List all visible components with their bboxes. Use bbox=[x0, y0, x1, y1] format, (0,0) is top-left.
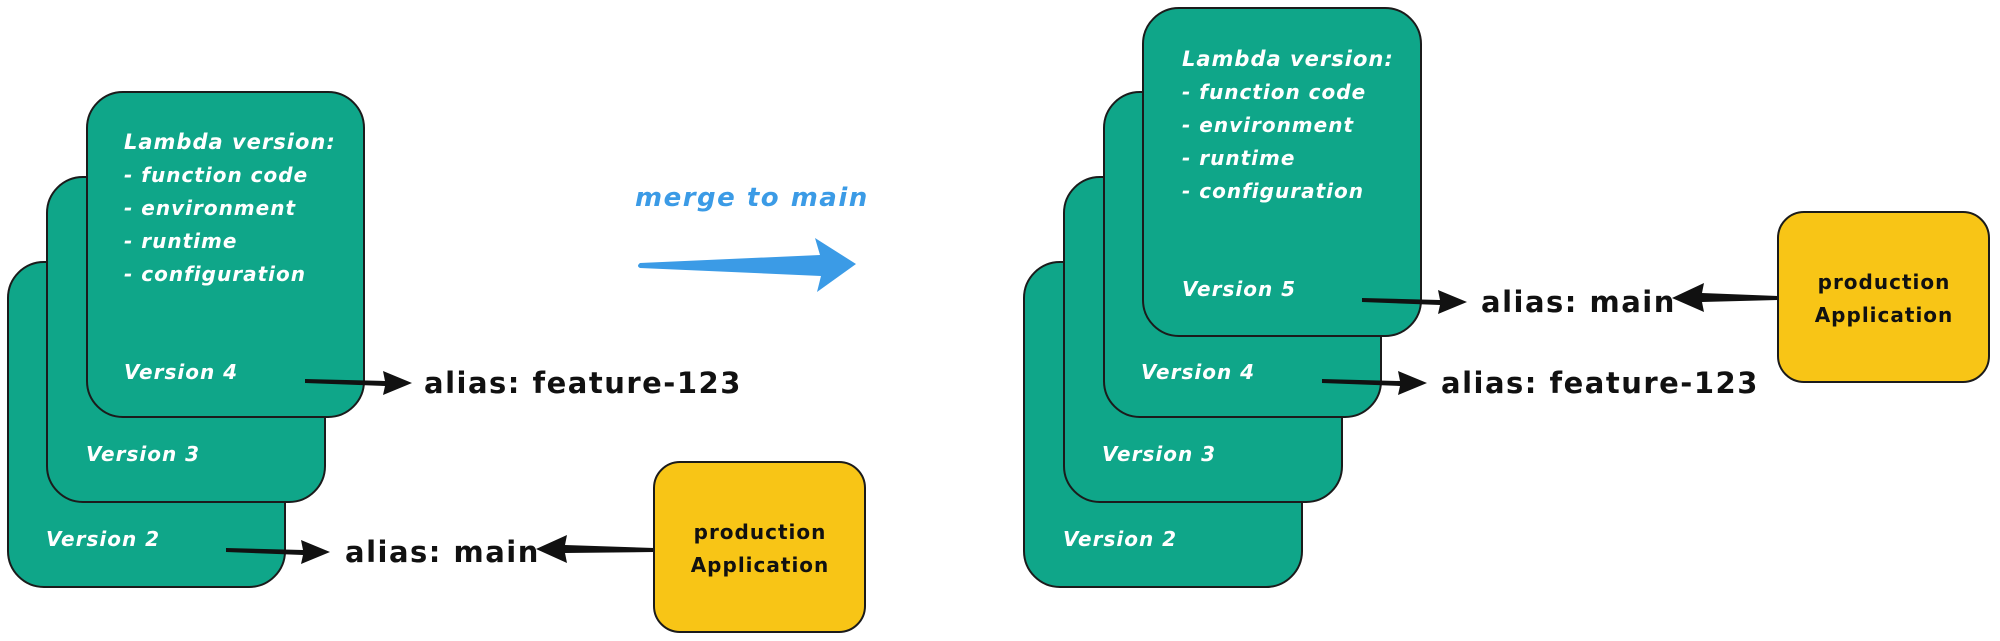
after-version-5-label: Version 5 bbox=[1182, 277, 1296, 301]
after-production-label: production bbox=[1818, 270, 1951, 294]
after-alias-feature-label: alias: feature-123 bbox=[1441, 366, 1759, 400]
after-version-2-label: Version 2 bbox=[1063, 527, 1177, 551]
merge-to-main-label: merge to main bbox=[635, 183, 869, 213]
production-label: production bbox=[694, 520, 827, 544]
after-version-3-label: Version 3 bbox=[1102, 442, 1216, 466]
version-4-card bbox=[86, 91, 365, 418]
after-version-4-label: Version 4 bbox=[1141, 360, 1255, 384]
alias-main-label: alias: main bbox=[345, 535, 540, 569]
version-4-label: Version 4 bbox=[124, 360, 238, 384]
after-arrow-to-feature-alias bbox=[1322, 371, 1427, 395]
after-alias-main-label: alias: main bbox=[1481, 285, 1676, 319]
production-application-box bbox=[653, 461, 866, 633]
after-lambda-version-title: Lambda version: bbox=[1182, 47, 1394, 71]
item-runtime: - runtime bbox=[124, 229, 237, 253]
after-item-runtime: - runtime bbox=[1182, 146, 1295, 170]
item-configuration: - configuration bbox=[124, 262, 306, 286]
after-item-environment: - environment bbox=[1182, 113, 1354, 137]
after-group: Version 2 Version 3 Version 4 Lambda ver… bbox=[1023, 7, 1990, 588]
version-2-label: Version 2 bbox=[46, 527, 160, 551]
merge-arrow bbox=[638, 238, 856, 292]
after-production-application-box bbox=[1777, 211, 1990, 383]
after-application-label: Application bbox=[1815, 303, 1954, 327]
arrow-to-main-alias bbox=[226, 540, 330, 564]
item-function-code: - function code bbox=[124, 163, 308, 187]
version-3-label: Version 3 bbox=[86, 442, 200, 466]
after-item-function-code: - function code bbox=[1182, 80, 1366, 104]
after-arrow-from-production bbox=[1672, 283, 1778, 312]
after-arrow-to-main-alias bbox=[1362, 290, 1467, 314]
arrow-to-feature-alias bbox=[305, 371, 412, 395]
item-environment: - environment bbox=[124, 196, 296, 220]
application-label: Application bbox=[691, 553, 830, 577]
lambda-version-title: Lambda version: bbox=[124, 130, 336, 154]
after-version-5-card bbox=[1142, 7, 1422, 337]
after-item-configuration: - configuration bbox=[1182, 179, 1364, 203]
before-group: Version 2 Version 3 Lambda version: - fu… bbox=[7, 91, 866, 633]
alias-feature-label: alias: feature-123 bbox=[424, 366, 742, 400]
transition-group: merge to main bbox=[635, 183, 869, 292]
arrow-from-production bbox=[536, 535, 654, 563]
